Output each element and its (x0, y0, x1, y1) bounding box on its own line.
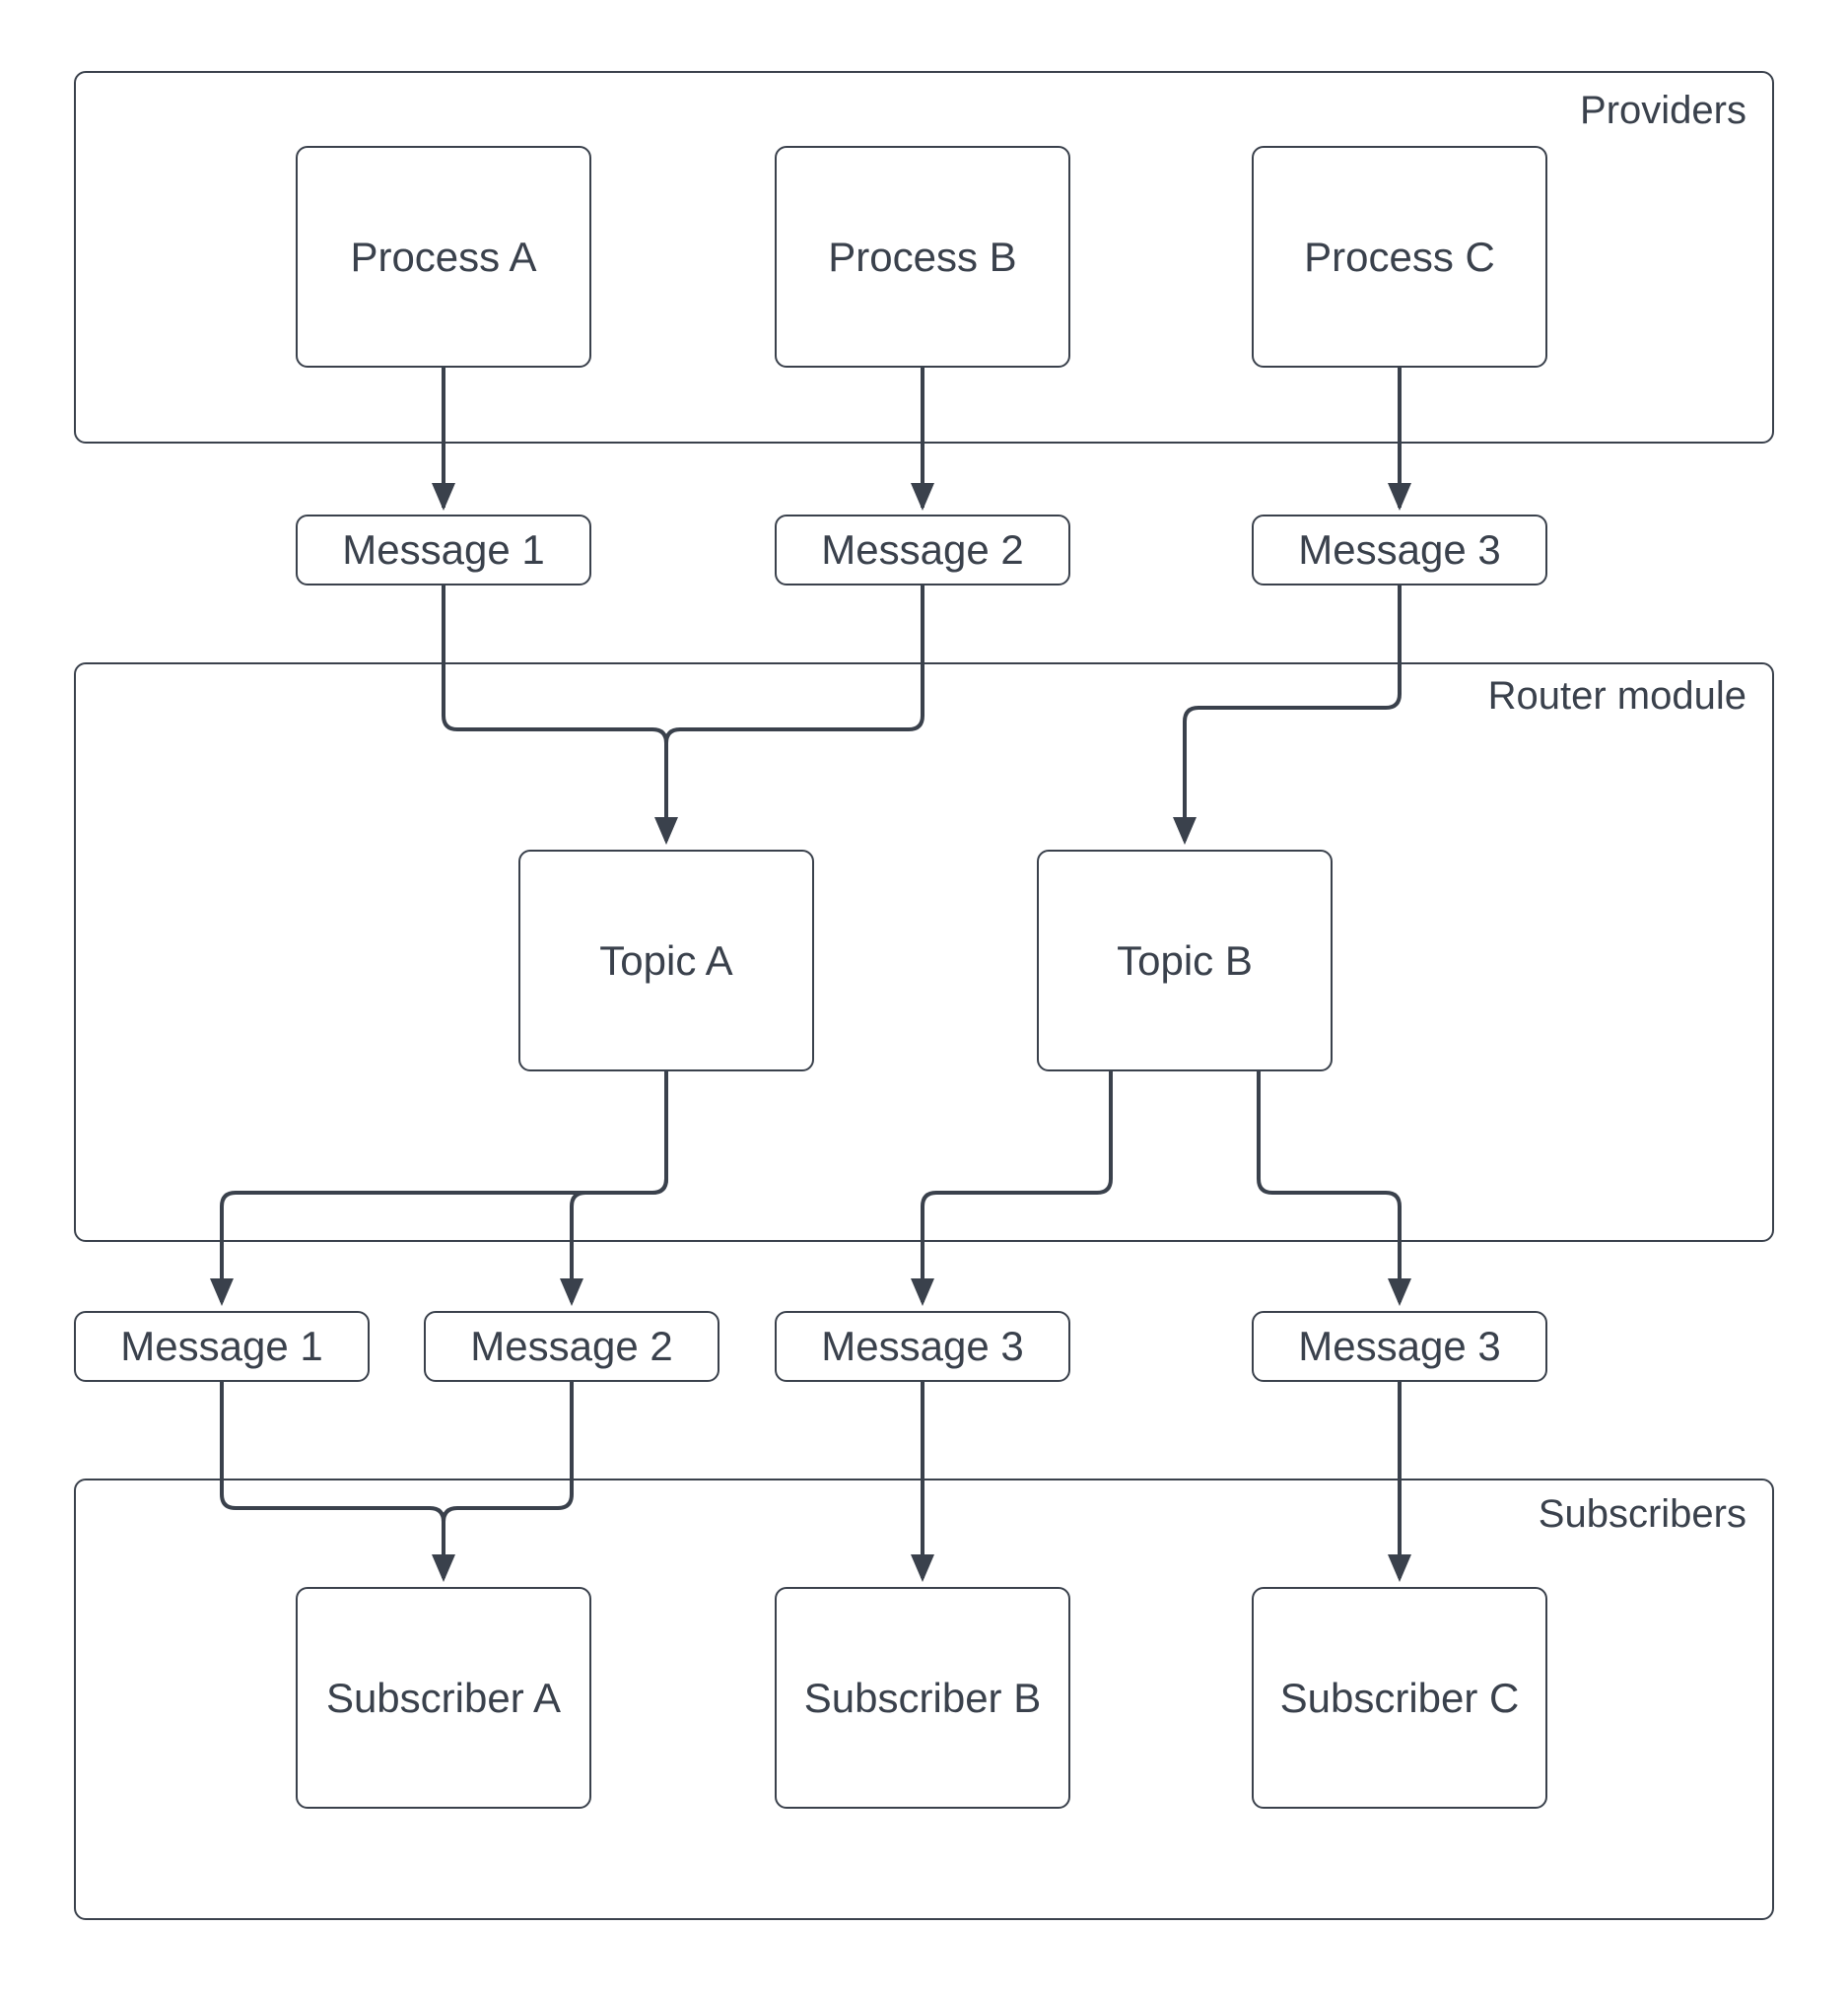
arrowhead-subscriber-b (911, 1554, 934, 1582)
arrowhead-message-1-bottom (210, 1278, 234, 1306)
edge-topic-a-to-message-1-bottom (220, 1071, 668, 1302)
node-process-b: Process B (775, 146, 1070, 368)
arrowhead-message-1-top (432, 483, 455, 511)
router-module-label: Router module (1487, 674, 1746, 718)
node-message-3-bottom-right: Message 3 (1252, 1311, 1547, 1382)
node-message-3-bottom-left: Message 3 (775, 1311, 1070, 1382)
arrowhead-message-2-top (911, 483, 934, 511)
node-topic-b: Topic B (1037, 850, 1333, 1071)
edge-message-3-to-topic-b (1183, 585, 1402, 841)
edge-topic-b-to-message-3-bottom-right (1257, 1071, 1402, 1302)
node-process-c: Process C (1252, 146, 1547, 368)
edge-topic-a-to-message-2-bottom (570, 1071, 668, 1302)
edge-message-2-bottom-to-subscriber-a (442, 1382, 574, 1578)
node-message-2-bottom: Message 2 (424, 1311, 719, 1382)
node-message-1-bottom: Message 1 (74, 1311, 370, 1382)
node-topic-a: Topic A (518, 850, 814, 1071)
arrowhead-topic-b (1173, 817, 1197, 845)
node-subscriber-a: Subscriber A (296, 1587, 591, 1809)
edge-message-1-bottom-to-subscriber-a (220, 1382, 445, 1578)
arrowhead-message-3-bottom-right (1388, 1278, 1411, 1306)
node-message-2-top: Message 2 (775, 515, 1070, 585)
edge-message-1-to-topic-a (442, 585, 668, 841)
arrowhead-topic-a (654, 817, 678, 845)
node-subscriber-c: Subscriber C (1252, 1587, 1547, 1809)
arrowhead-message-3-top (1388, 483, 1411, 511)
arrowhead-message-3-bottom-left (911, 1278, 934, 1306)
node-subscriber-b: Subscriber B (775, 1587, 1070, 1809)
arrowhead-subscriber-a (432, 1554, 455, 1582)
node-message-1-top: Message 1 (296, 515, 591, 585)
edge-message-2-to-topic-a (664, 585, 924, 841)
providers-label: Providers (1580, 89, 1746, 132)
node-message-3-top: Message 3 (1252, 515, 1547, 585)
node-process-a: Process A (296, 146, 591, 368)
subscribers-label: Subscribers (1538, 1492, 1746, 1536)
arrowhead-message-2-bottom (560, 1278, 583, 1306)
arrowhead-subscriber-c (1388, 1554, 1411, 1582)
edge-topic-b-to-message-3-bottom-left (921, 1071, 1113, 1302)
